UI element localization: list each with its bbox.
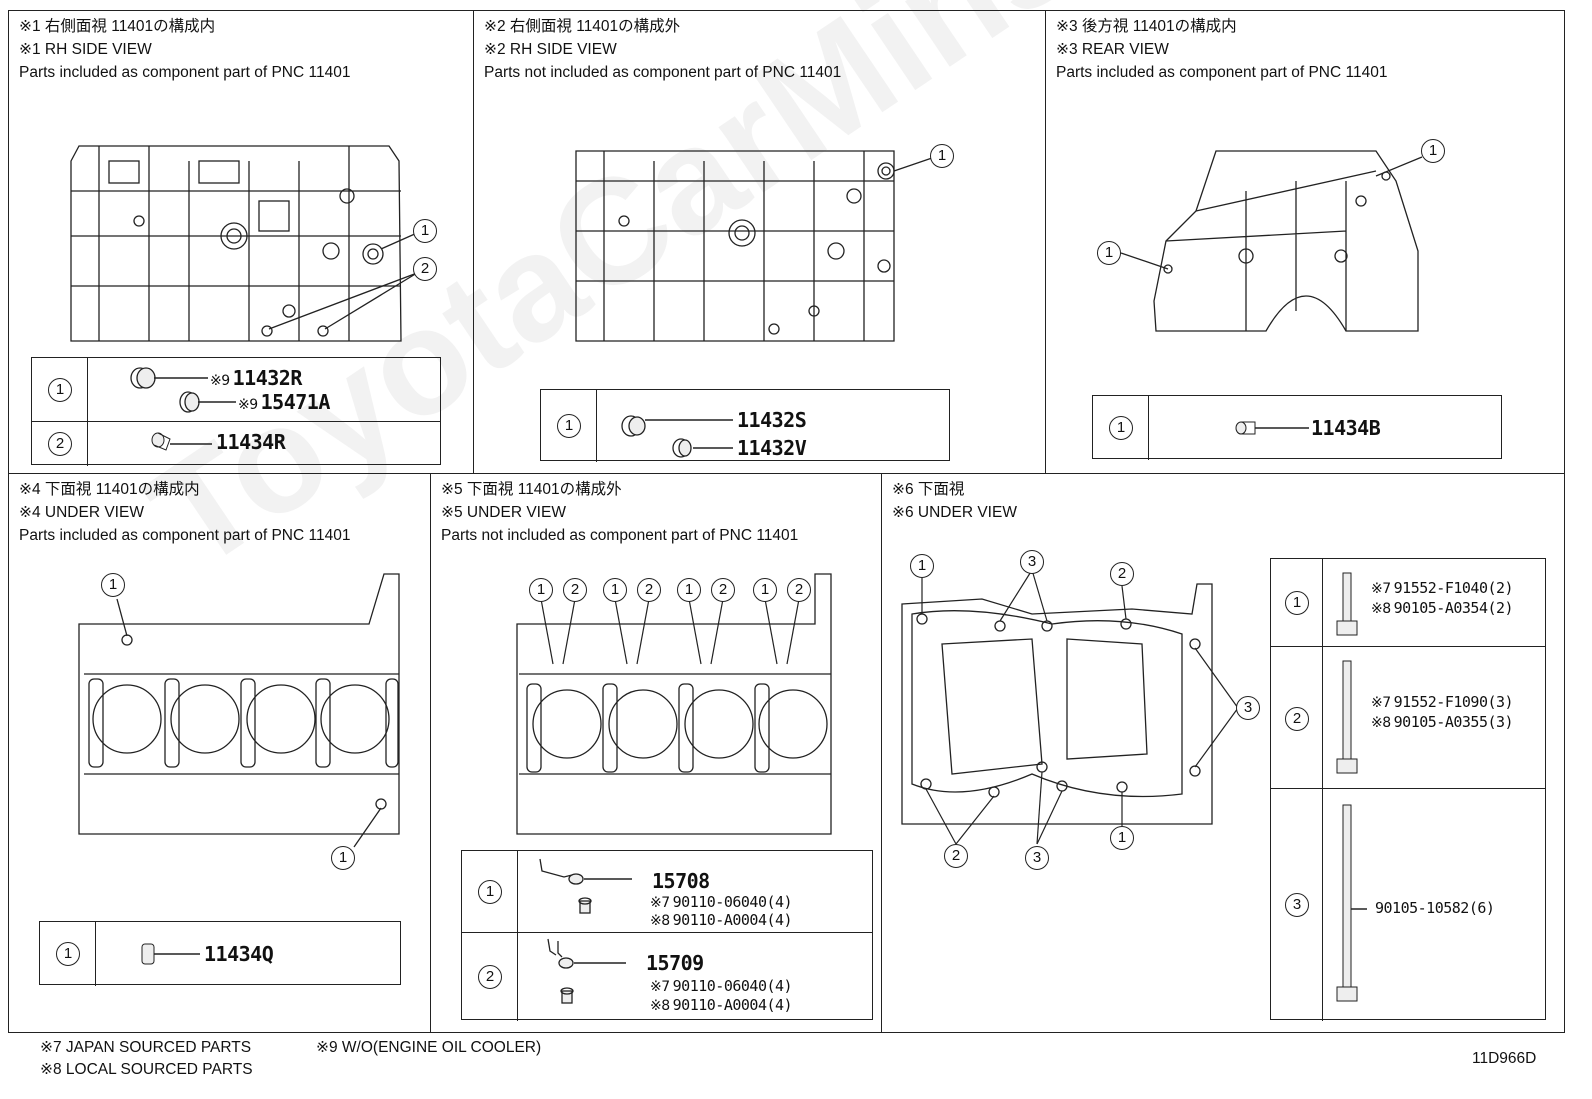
row-index: 2 <box>48 432 72 456</box>
callout-1: 1 <box>677 578 701 602</box>
callout-1: 1 <box>910 554 934 578</box>
table-row: 2 11434R <box>32 422 440 466</box>
engine-block-side-sketch <box>70 145 418 342</box>
dowel-pin-icon <box>141 943 200 965</box>
part-number: 15709 <box>646 951 704 975</box>
callout-1: 1 <box>413 219 437 243</box>
row-index: 3 <box>1285 893 1309 917</box>
bolt-icon <box>1336 572 1358 636</box>
callout-1: 1 <box>331 846 355 870</box>
row-index: 2 <box>478 965 502 989</box>
callout-1: 1 <box>1421 139 1445 163</box>
table-row: 1 11432S 11432V <box>541 390 949 462</box>
callout-3: 3 <box>1025 846 1049 870</box>
callout-1: 1 <box>101 573 125 597</box>
callout-3: 3 <box>1020 550 1044 574</box>
row-index: 1 <box>48 378 72 402</box>
oil-jet-icon <box>547 938 626 1004</box>
row-index: 1 <box>1109 416 1133 440</box>
row-index: 1 <box>1285 591 1309 615</box>
callout-1: 1 <box>1110 826 1134 850</box>
callout-1: 1 <box>930 144 954 168</box>
footnote-local-sourced: ※8 LOCAL SOURCED PARTS <box>40 1061 253 1078</box>
part-number: 11432S <box>737 408 807 432</box>
parts-table: 1 11432S 11432V <box>540 389 950 462</box>
engine-block-side-sketch <box>575 150 933 342</box>
engine-block-under-sketch <box>78 573 400 848</box>
footnote-without-oil-cooler: ※9 W/O(ENGINE OIL COOLER) <box>316 1039 542 1056</box>
oil-pan-sketch <box>901 569 1239 845</box>
callout-2: 2 <box>563 578 587 602</box>
callout-2: 2 <box>787 578 811 602</box>
dowel-pin-icon <box>151 432 212 451</box>
table-row: 1 11434Q <box>40 922 400 986</box>
callout-1: 1 <box>603 578 627 602</box>
part-number: 11434B <box>1311 416 1381 440</box>
bolt-icon <box>1336 660 1358 774</box>
plug-icon <box>621 415 733 458</box>
callout-3: 3 <box>1236 696 1260 720</box>
callout-2: 2 <box>1110 562 1134 586</box>
row-index: 2 <box>1285 707 1309 731</box>
callout-2: 2 <box>413 257 437 281</box>
parts-table: 1 11434B <box>1092 395 1502 460</box>
callout-1: 1 <box>753 578 777 602</box>
parts-table: 1 11434Q <box>39 921 401 986</box>
oil-jet-icon <box>539 858 632 914</box>
footnote-japan-sourced: ※7 JAPAN SOURCED PARTS <box>40 1039 252 1056</box>
callout-2: 2 <box>711 578 735 602</box>
row-index: 1 <box>557 414 581 438</box>
dowel-pin-icon <box>1235 421 1309 435</box>
panel-under-view: ※6 下面視※6 UNDER VIEW 1 3 2 3 2 3 1 1 <box>881 473 1565 1033</box>
table-row: 3 90105-10582(6) <box>1271 789 1545 1021</box>
panel-header: ※6 下面視※6 UNDER VIEW <box>892 481 1017 521</box>
illustration-code: 11D966D <box>1472 1050 1537 1067</box>
part-number: 11432V <box>737 436 807 460</box>
callout-1: 1 <box>529 578 553 602</box>
plug-icon <box>130 367 236 413</box>
part-number: 11434R <box>216 430 286 454</box>
callout-2: 2 <box>637 578 661 602</box>
engine-block-rear-sketch <box>1120 150 1423 332</box>
bolt-icon <box>1336 804 1367 1002</box>
callout-2: 2 <box>944 844 968 868</box>
callout-1: 1 <box>1097 241 1121 265</box>
engine-block-under-sketch <box>516 573 832 835</box>
row-index: 1 <box>56 942 80 966</box>
table-row: 1 11434B <box>1093 396 1501 460</box>
part-number: 15708 <box>652 869 710 893</box>
row-index: 1 <box>478 880 502 904</box>
bolt-number: 90105-10582(6) <box>1375 899 1495 917</box>
part-number: 11434Q <box>204 942 274 966</box>
